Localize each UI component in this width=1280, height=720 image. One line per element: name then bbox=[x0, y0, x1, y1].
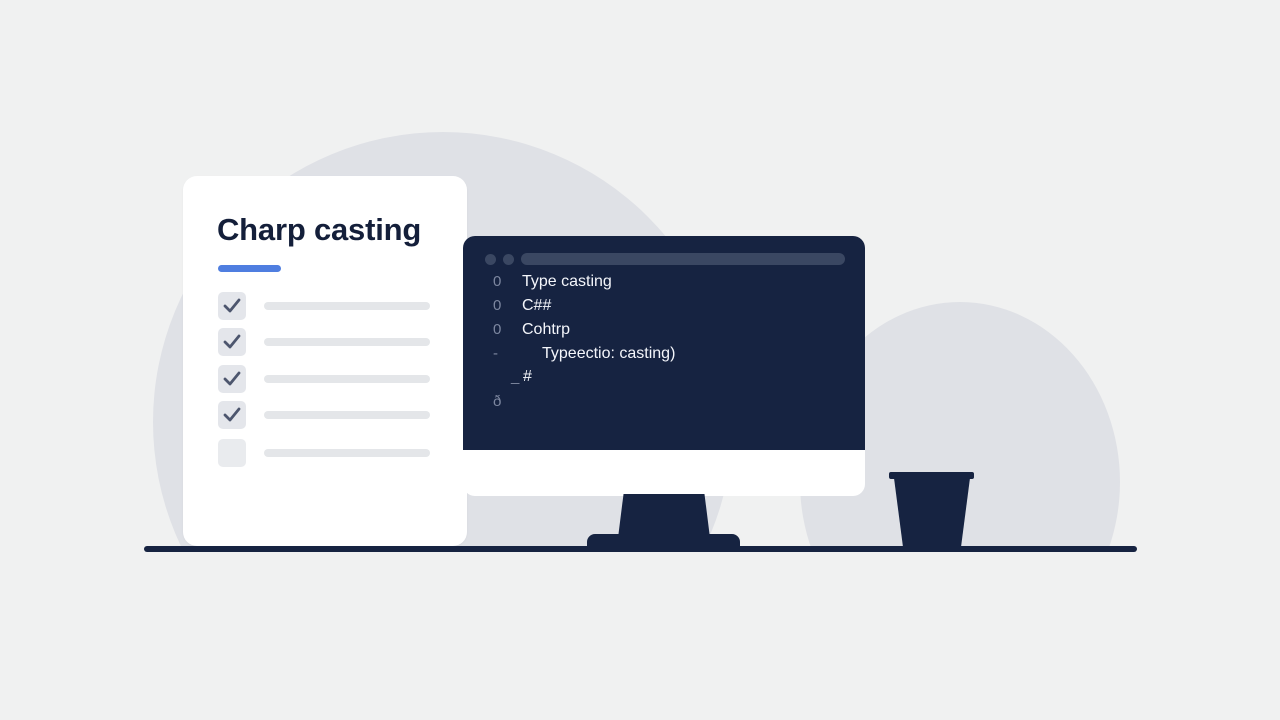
pen-cup-icon bbox=[894, 478, 970, 548]
window-dot-icon bbox=[485, 254, 496, 265]
checkbox-checked bbox=[218, 401, 246, 429]
line-gutter: 0 bbox=[493, 297, 502, 314]
checklist-item-placeholder bbox=[264, 375, 430, 383]
desk-surface bbox=[144, 546, 1137, 552]
code-text: C## bbox=[522, 297, 552, 314]
checkbox-checked bbox=[218, 328, 246, 356]
code-text: Cohtrp bbox=[522, 321, 571, 338]
line-gutter: _ bbox=[511, 368, 520, 385]
window-dot-icon bbox=[503, 254, 514, 265]
code-line: 0 Cohtrp bbox=[463, 319, 865, 341]
monitor: 0 Type casting 0 C## 0 Cohtrp - Typeecti… bbox=[463, 236, 865, 496]
pen-cup-rim bbox=[889, 472, 974, 479]
monitor-stand-neck bbox=[618, 494, 710, 538]
line-gutter: ð bbox=[493, 393, 502, 410]
checkbox-checked bbox=[218, 292, 246, 320]
editor-title-bar bbox=[521, 253, 845, 265]
checklist-item-placeholder bbox=[264, 449, 430, 457]
checklist-card: Charp casting bbox=[183, 176, 467, 546]
code-line: - Typeectio: casting) bbox=[463, 343, 865, 365]
code-editor-screen: 0 Type casting 0 C## 0 Cohtrp - Typeecti… bbox=[463, 236, 865, 450]
code-line: 0 Type casting bbox=[463, 271, 865, 293]
code-line: 0 C## bbox=[463, 295, 865, 317]
card-title: Charp casting bbox=[217, 212, 422, 247]
checklist-item bbox=[218, 439, 430, 467]
checklist-item-placeholder bbox=[264, 411, 430, 419]
code-text: Type casting bbox=[522, 273, 612, 290]
checkmark-icon bbox=[223, 334, 241, 349]
line-gutter: 0 bbox=[493, 321, 502, 338]
background-floor bbox=[0, 550, 1280, 720]
checklist-item bbox=[218, 401, 430, 429]
code-line: _ # bbox=[463, 366, 865, 388]
checkbox-unchecked bbox=[218, 439, 246, 467]
checklist-item-placeholder bbox=[264, 338, 430, 346]
checklist-item-placeholder bbox=[264, 302, 430, 310]
title-accent-bar bbox=[218, 265, 281, 272]
code-text: # bbox=[523, 368, 532, 385]
checkmark-icon bbox=[223, 407, 241, 422]
code-line: ð bbox=[463, 391, 865, 413]
checkbox-checked bbox=[218, 365, 246, 393]
checkmark-icon bbox=[223, 371, 241, 386]
checklist-item bbox=[218, 365, 430, 393]
checkmark-icon bbox=[223, 298, 241, 313]
checklist-item bbox=[218, 328, 430, 356]
line-gutter: - bbox=[493, 345, 498, 362]
line-gutter: 0 bbox=[493, 273, 502, 290]
checklist-item bbox=[218, 292, 430, 320]
code-text: Typeectio: casting) bbox=[542, 345, 676, 362]
